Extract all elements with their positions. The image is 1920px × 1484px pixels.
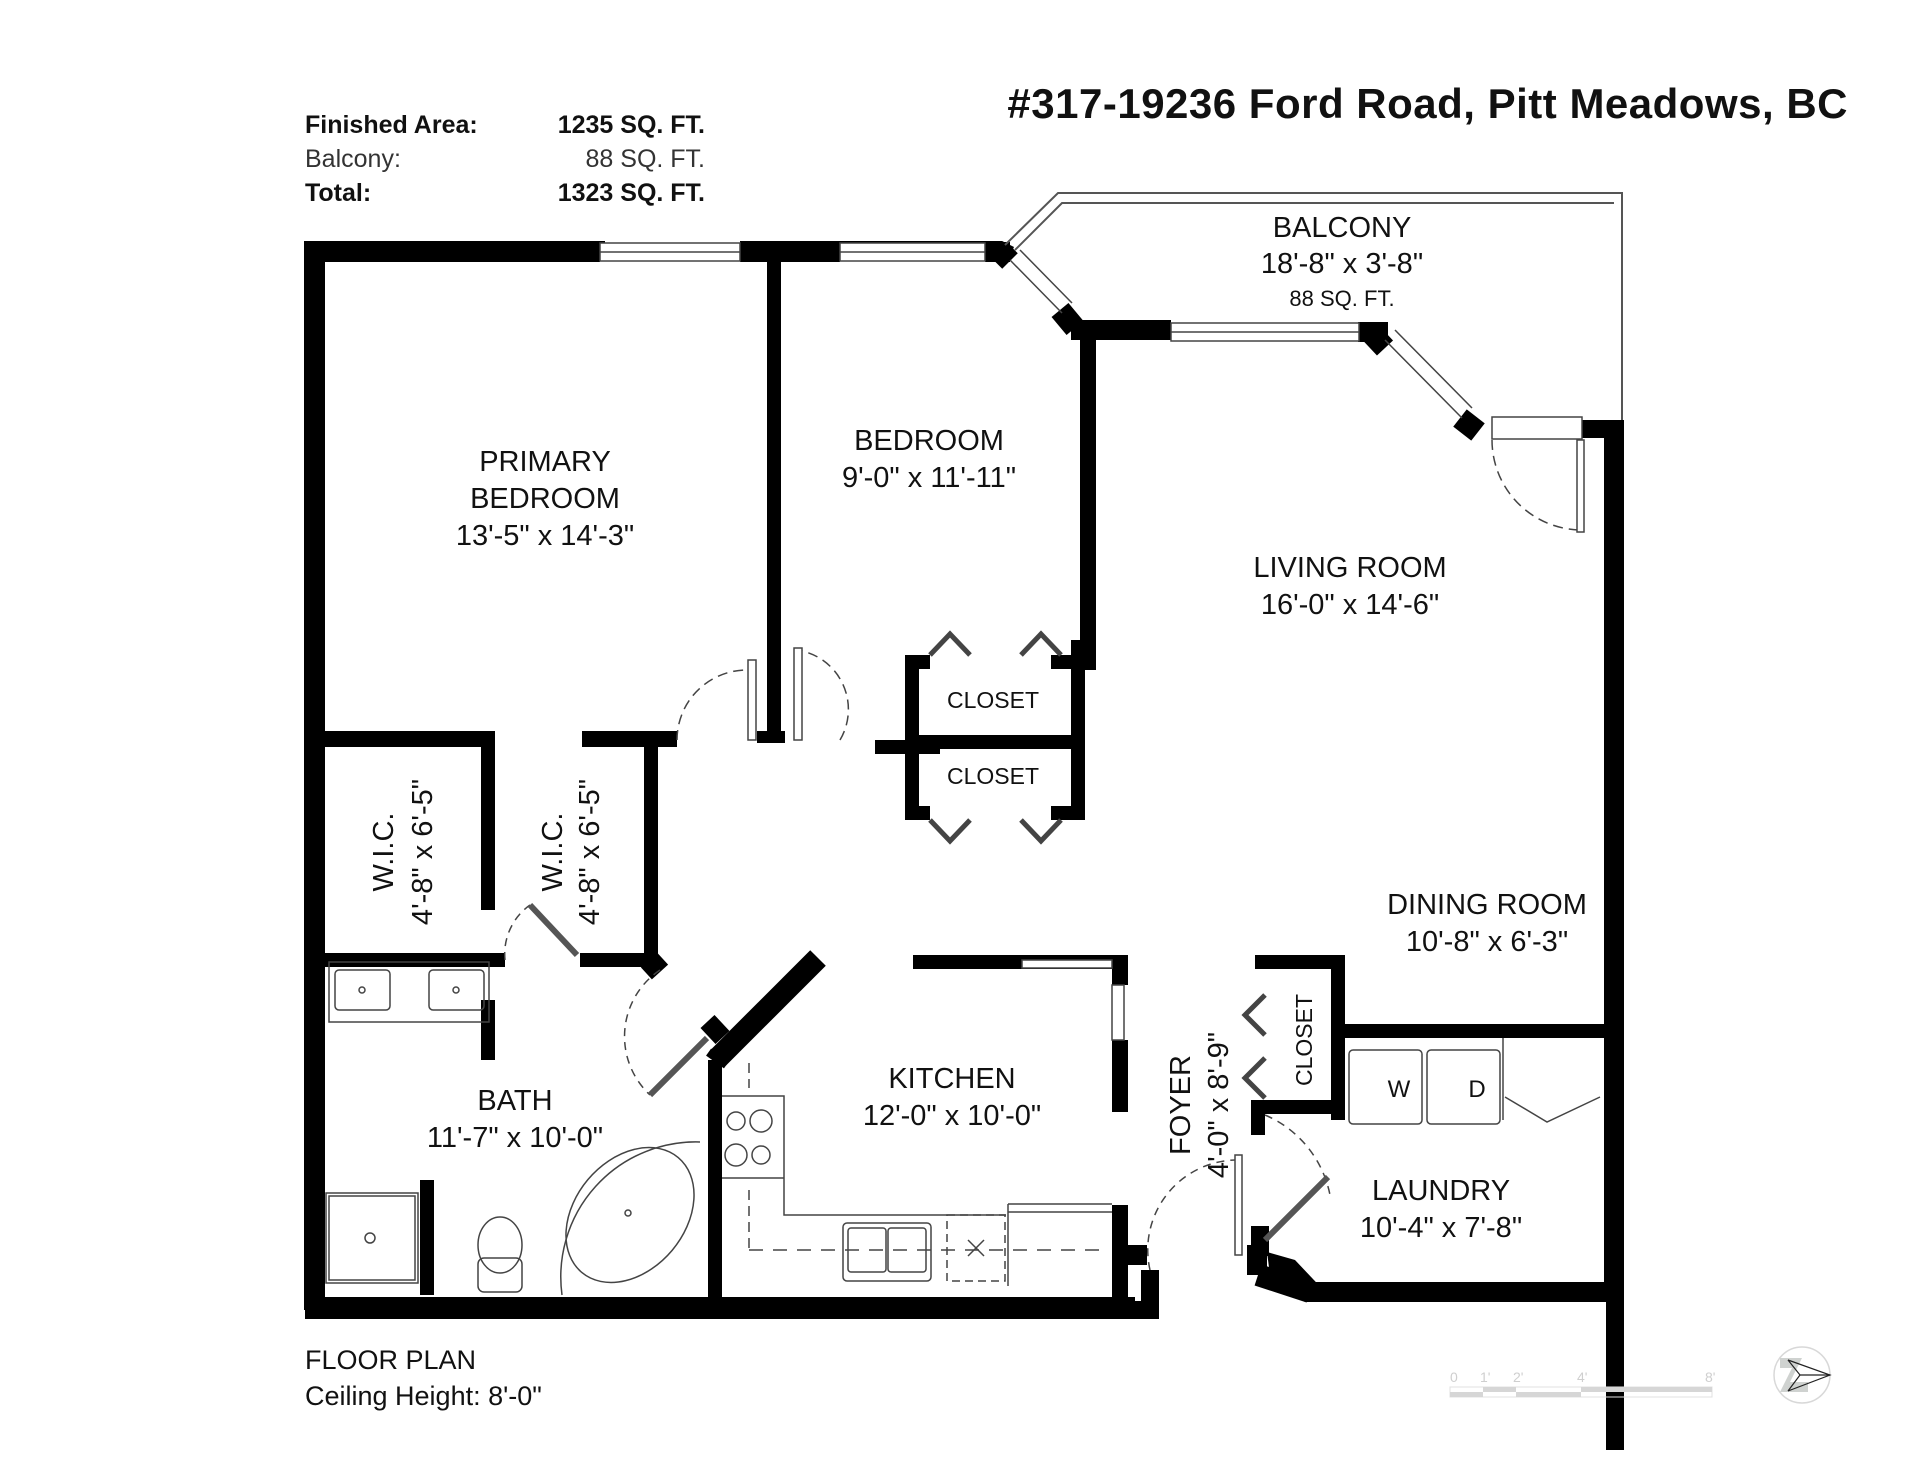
- total-area-value: 1323 SQ. FT.: [557, 179, 705, 207]
- north-arrow-icon: [1773, 1346, 1832, 1404]
- wic-right-dims: 4'-8" x 6'-5": [574, 779, 606, 925]
- total-area-row: Total: 1323 SQ. FT.: [305, 176, 705, 210]
- kitchen-dims: 12'-0" x 10'-0": [863, 1100, 1041, 1132]
- laundry-fixtures: [1348, 1038, 1601, 1125]
- balcony-outline: [1004, 192, 1623, 420]
- laundry-dims: 10'-4" x 7'-8": [1360, 1212, 1522, 1244]
- closet-foyer-name: CLOSET: [1291, 994, 1317, 1086]
- dining-room-name: DINING ROOM: [1387, 889, 1587, 921]
- plan-footer: FLOOR PLAN Ceiling Height: 8'-0": [305, 1342, 542, 1414]
- living-room-name: LIVING ROOM: [1253, 552, 1446, 584]
- kitchen-name: KITCHEN: [888, 1063, 1015, 1095]
- bedroom-dims: 9'-0" x 11'-11": [842, 462, 1016, 494]
- closet-upper-name: CLOSET: [947, 687, 1039, 713]
- balcony-area-label: Balcony:: [305, 145, 401, 173]
- scale-tick-2: 2': [1513, 1369, 1523, 1385]
- dryer-label: D: [1468, 1076, 1485, 1103]
- balcony-area-row: Balcony: 88 SQ. FT.: [305, 142, 705, 176]
- bifold-doors: [928, 630, 1267, 1100]
- wic-right-name: W.I.C.: [537, 813, 569, 892]
- doors: [503, 439, 1585, 1271]
- floor-plan-label: FLOOR PLAN: [305, 1345, 477, 1375]
- balcony-area: 88 SQ. FT.: [1289, 286, 1394, 311]
- washer-label: W: [1388, 1076, 1411, 1103]
- scale-tick-1: 1': [1480, 1369, 1490, 1385]
- area-summary: Finished Area: 1235 SQ. FT. Balcony: 88 …: [305, 108, 705, 210]
- kitchen-fixtures: [722, 959, 1125, 1286]
- finished-area-row: Finished Area: 1235 SQ. FT.: [305, 108, 705, 142]
- living-room-dims: 16'-0" x 14'-6": [1261, 589, 1439, 621]
- ceiling-height-label: Ceiling Height: 8'-0": [305, 1381, 542, 1411]
- scale-tick-0: 0: [1450, 1369, 1458, 1385]
- scale-tick-4: 4': [1577, 1369, 1587, 1385]
- window-lines: [600, 249, 1473, 419]
- scale-bar: 0 1' 2' 4' 8': [1449, 1369, 1715, 1398]
- room-labels: BALCONY 18'-8" x 3'-8" 88 SQ. FT. PRIMAR…: [368, 212, 1587, 1244]
- bath-fixtures: [325, 961, 701, 1296]
- finished-area-value: 1235 SQ. FT.: [557, 111, 705, 139]
- foyer-dims: 4'-0" x 8'-9": [1203, 1032, 1235, 1178]
- bath-name: BATH: [477, 1085, 552, 1117]
- balcony-name: BALCONY: [1273, 212, 1412, 244]
- balcony-area-value: 88 SQ. FT.: [585, 145, 705, 173]
- foyer-name: FOYER: [1165, 1055, 1197, 1155]
- scale-tick-8: 8': [1705, 1369, 1715, 1385]
- laundry-name: LAUNDRY: [1372, 1175, 1510, 1207]
- finished-area-label: Finished Area:: [305, 111, 478, 139]
- total-area-label: Total:: [305, 179, 372, 207]
- primary-bedroom-dims: 13'-5" x 14'-3": [456, 520, 634, 552]
- balcony-dims: 18'-8" x 3'-8": [1261, 248, 1423, 280]
- wic-left-dims: 4'-8" x 6'-5": [407, 779, 439, 925]
- bedroom-name: BEDROOM: [854, 425, 1004, 457]
- bath-dims: 11'-7" x 10'-0": [427, 1122, 603, 1154]
- wic-left-name: W.I.C.: [368, 813, 400, 892]
- primary-bedroom-name-2: BEDROOM: [470, 483, 620, 515]
- closet-lower-name: CLOSET: [947, 763, 1039, 789]
- primary-bedroom-name-1: PRIMARY: [479, 446, 611, 478]
- dining-room-dims: 10'-8" x 6'-3": [1406, 926, 1568, 958]
- property-address: #317-19236 Ford Road, Pitt Meadows, BC: [1007, 80, 1848, 127]
